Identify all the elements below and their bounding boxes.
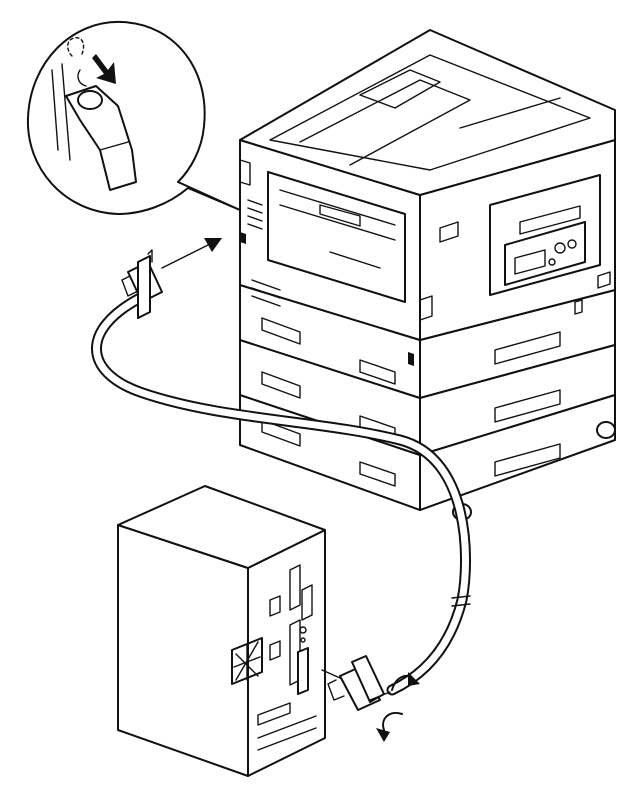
printer-illustration — [239, 29, 616, 521]
computer-tower-illustration — [117, 485, 326, 777]
parallel-cable — [91, 238, 472, 742]
connector-detail-inset — [26, 20, 241, 215]
printer-connector — [121, 249, 163, 319]
rotate-arrow-icon — [376, 712, 403, 742]
rotate-arrow-icon — [391, 672, 420, 691]
arrow-icon — [161, 238, 222, 269]
fan-icon — [231, 637, 263, 685]
arrow-icon — [92, 54, 116, 84]
arrow-icon — [321, 669, 341, 679]
computer-connector — [327, 655, 391, 711]
